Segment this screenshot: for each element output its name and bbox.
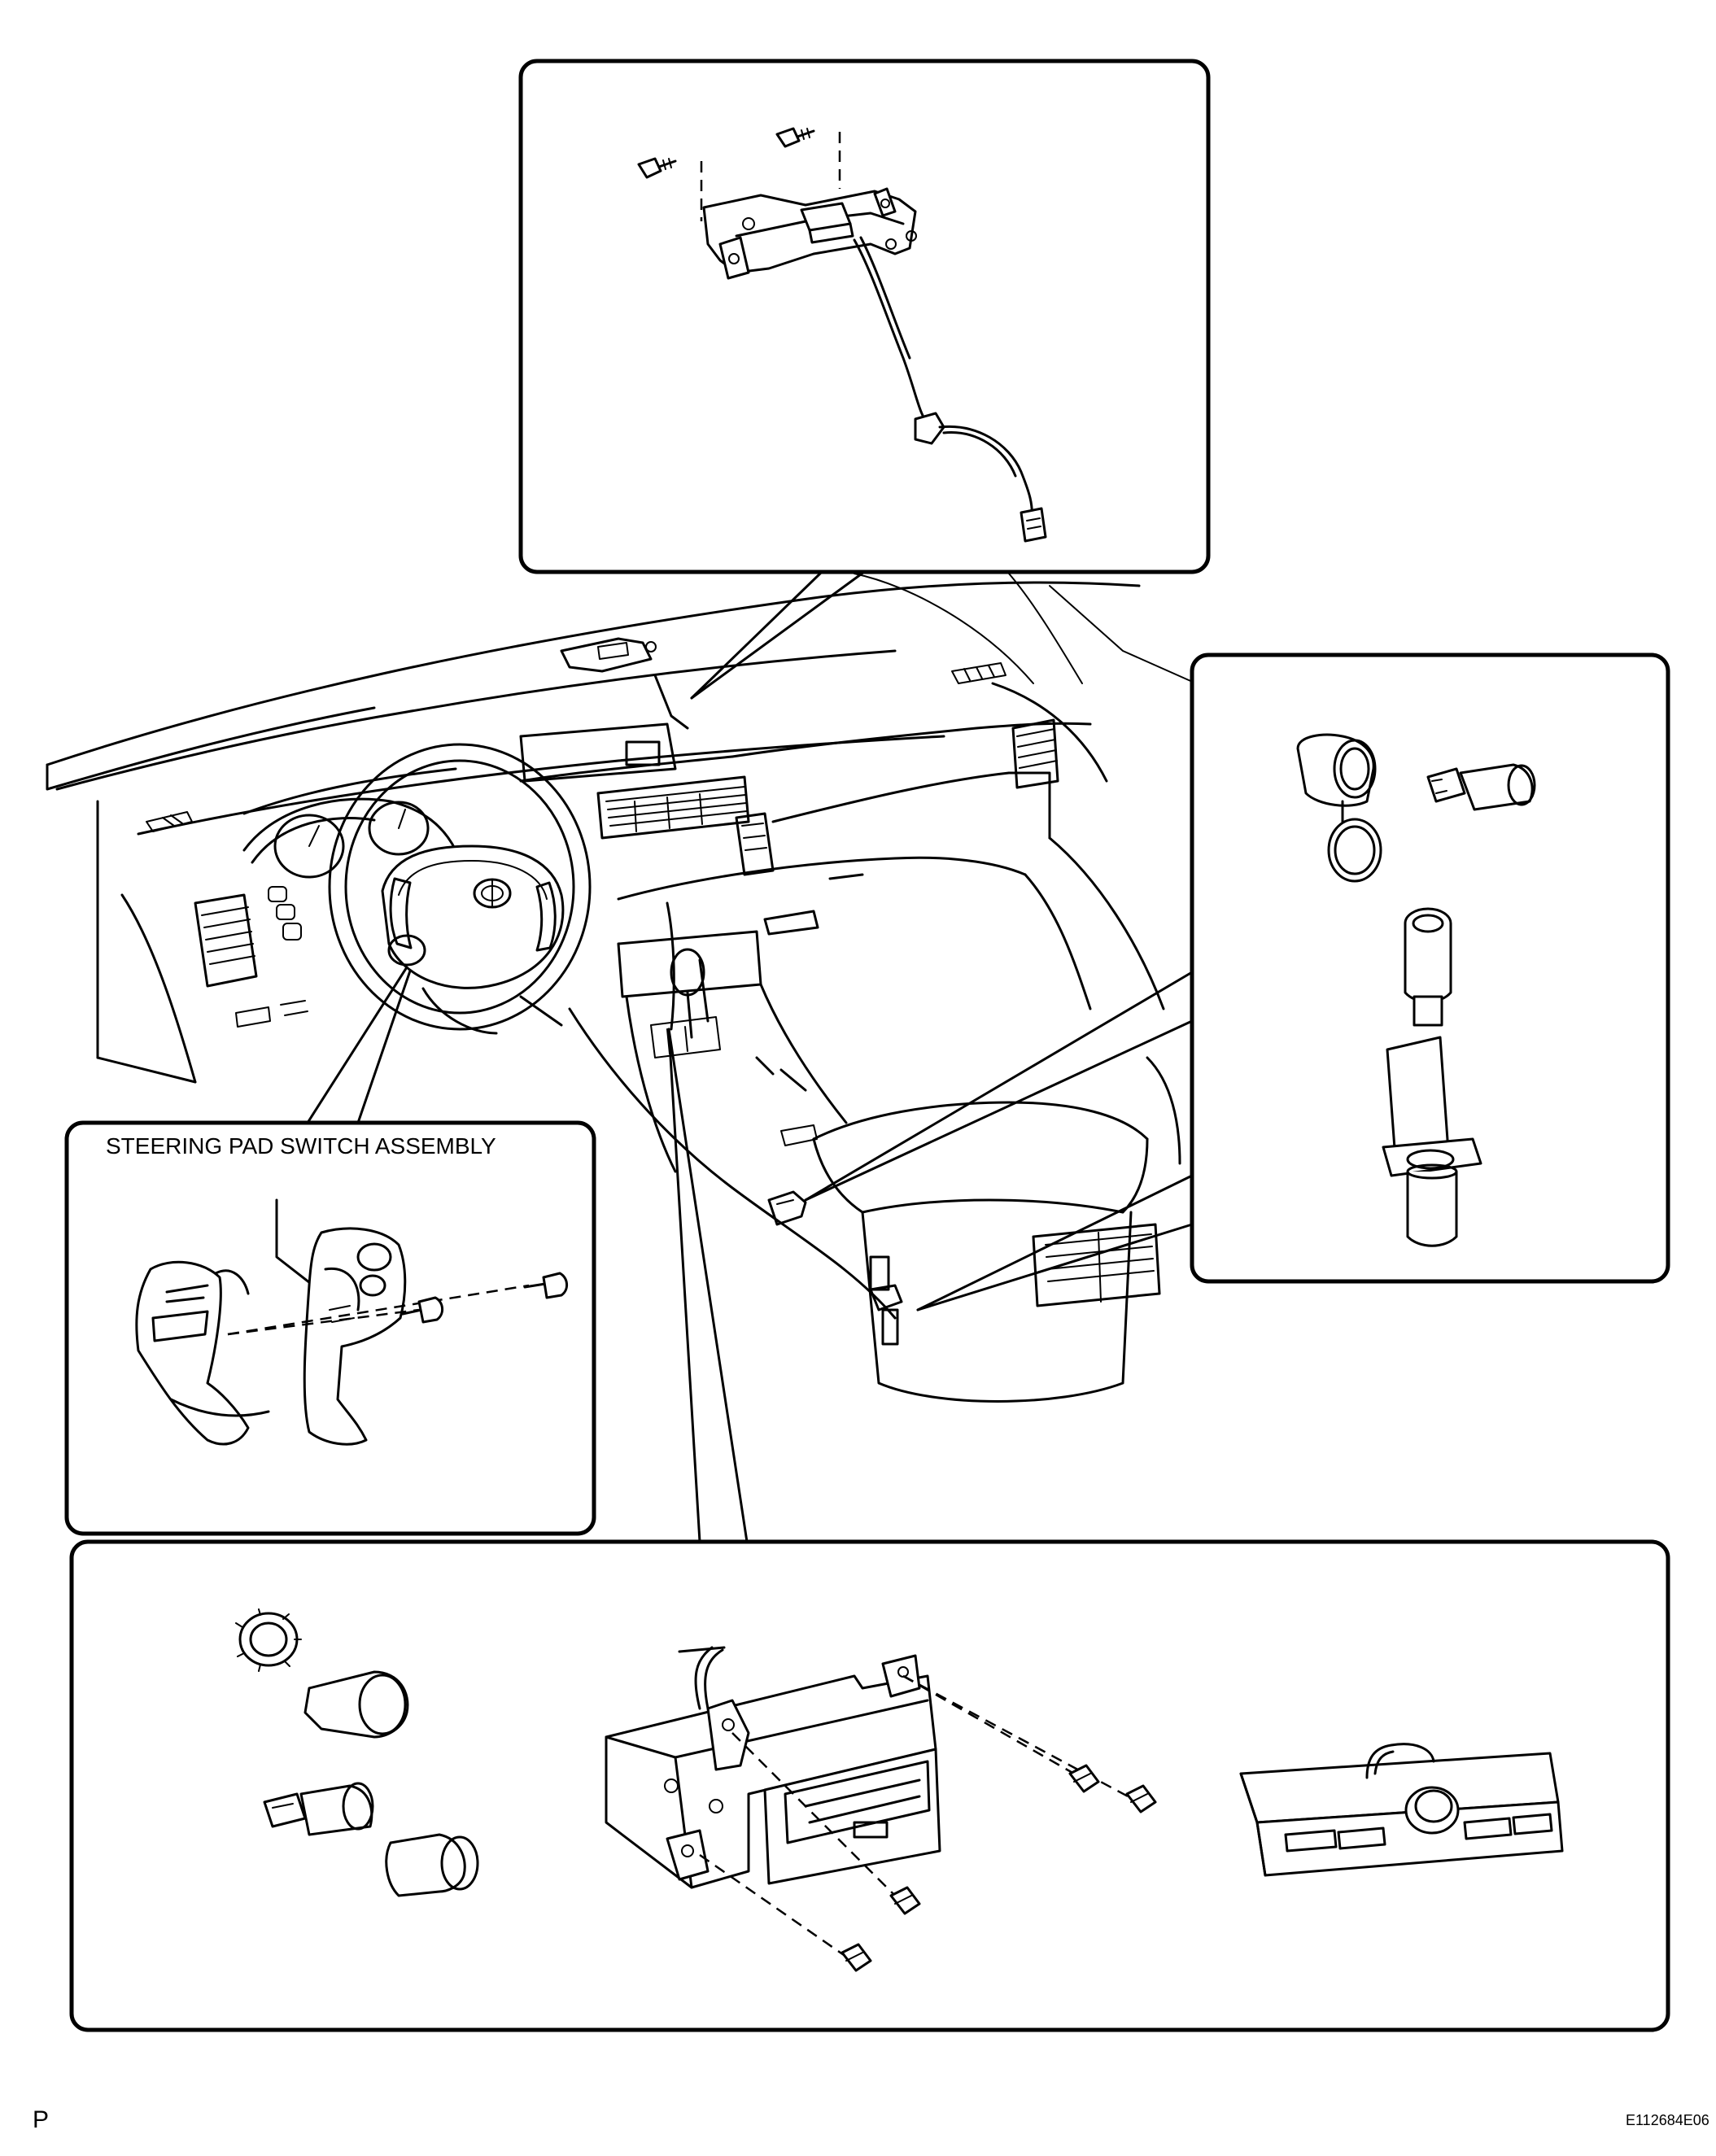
screw-icon: [889, 1886, 921, 1915]
leader-lines: [306, 570, 1194, 1543]
bracket-assembly-drawing: [637, 127, 1047, 543]
screw-icon: [1125, 1784, 1157, 1813]
screw-icon: [775, 127, 815, 148]
detail-panel-top: [518, 59, 1211, 574]
screw-icon: [637, 157, 677, 179]
steering-pad-switch-label: STEERING PAD SWITCH ASSEMBLY: [106, 1133, 496, 1159]
screw-icon: [401, 1296, 443, 1324]
console-parts-drawing: [235, 1608, 1564, 1972]
vehicle-interior-drawing: [46, 573, 1197, 1403]
figure-code: E112684E06: [1626, 2112, 1709, 2128]
page-letter: P: [33, 2106, 49, 2133]
screw-icon: [523, 1272, 568, 1299]
power-socket-parts-drawing: [1296, 733, 1536, 1247]
screw-icon: [1068, 1764, 1100, 1793]
screw-icon: [841, 1943, 872, 1972]
steering-pad-switch-drawing: [135, 1198, 568, 1446]
